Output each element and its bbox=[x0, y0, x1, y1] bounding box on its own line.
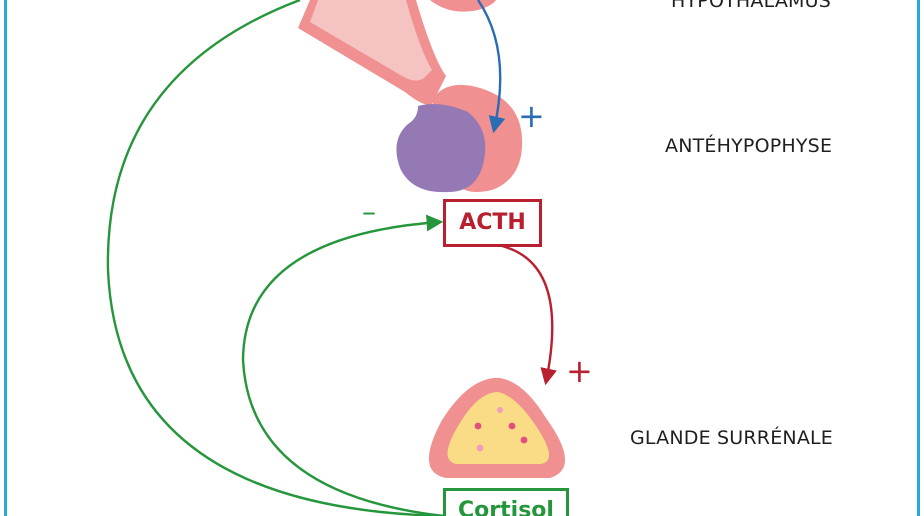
hypothalamus-label: HYPOTHALAMUS bbox=[671, 0, 831, 12]
adrenal-dot bbox=[508, 422, 516, 430]
minus-sign-green: – bbox=[362, 195, 376, 228]
cortisol-feedback-pituitary-arrow bbox=[241, 214, 445, 516]
adrenal-dot bbox=[476, 444, 484, 452]
hypothalamus-inner-shape bbox=[310, 0, 432, 81]
plus-sign-red: + bbox=[566, 352, 593, 390]
posterior-pituitary-shape bbox=[396, 104, 486, 193]
glande-surrenale-label: GLANDE SURRÉNALE bbox=[630, 427, 834, 449]
hypothalamus-cap-shape bbox=[430, 0, 496, 12]
cortisol-box: Cortisol bbox=[443, 488, 569, 516]
pituitary-stalk-shape bbox=[405, 74, 446, 105]
plus-sign-blue: + bbox=[518, 97, 545, 135]
frame-left-border bbox=[4, 0, 7, 516]
acth-box: ACTH bbox=[443, 199, 542, 247]
adrenal-gland-inner-shape bbox=[447, 392, 550, 464]
adrenal-dot bbox=[520, 436, 528, 444]
cortisol-feedback-hypothalamus-arrow bbox=[106, 0, 445, 516]
crh-stimulation-arrow bbox=[477, 0, 506, 134]
adrenal-dot bbox=[474, 422, 482, 430]
acth-stimulation-arrow bbox=[501, 244, 557, 386]
antehypophyse-label: ANTÉHYPOPHYSE bbox=[665, 135, 833, 157]
adrenal-dot bbox=[497, 407, 503, 413]
frame-right-border bbox=[917, 0, 920, 516]
